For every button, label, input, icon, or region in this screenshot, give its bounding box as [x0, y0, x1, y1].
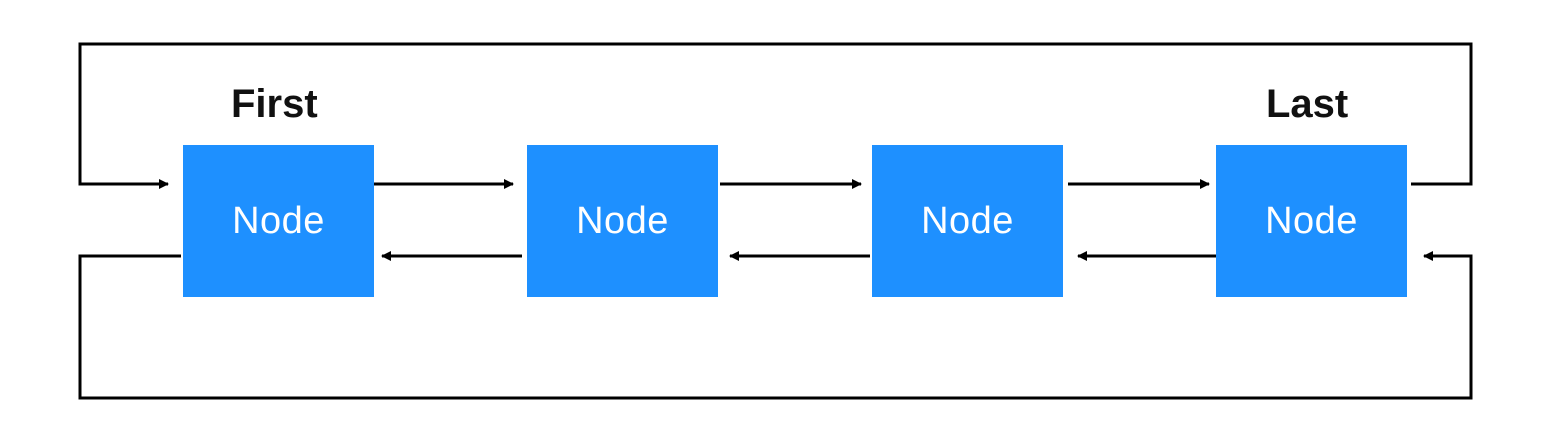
node-2: Node — [527, 145, 718, 297]
first-label: First — [231, 82, 318, 126]
wrap-next-line — [78, 42, 1473, 189]
node-3: Node — [872, 145, 1063, 297]
node-label: Node — [576, 199, 669, 242]
node-label: Node — [921, 199, 1014, 242]
wrap-prev-line — [78, 251, 1473, 400]
node-1: Node — [183, 145, 374, 297]
last-label: Last — [1266, 82, 1349, 126]
node-label: Node — [1265, 199, 1358, 242]
node-4: Node — [1216, 145, 1407, 297]
node-label: Node — [232, 199, 325, 242]
